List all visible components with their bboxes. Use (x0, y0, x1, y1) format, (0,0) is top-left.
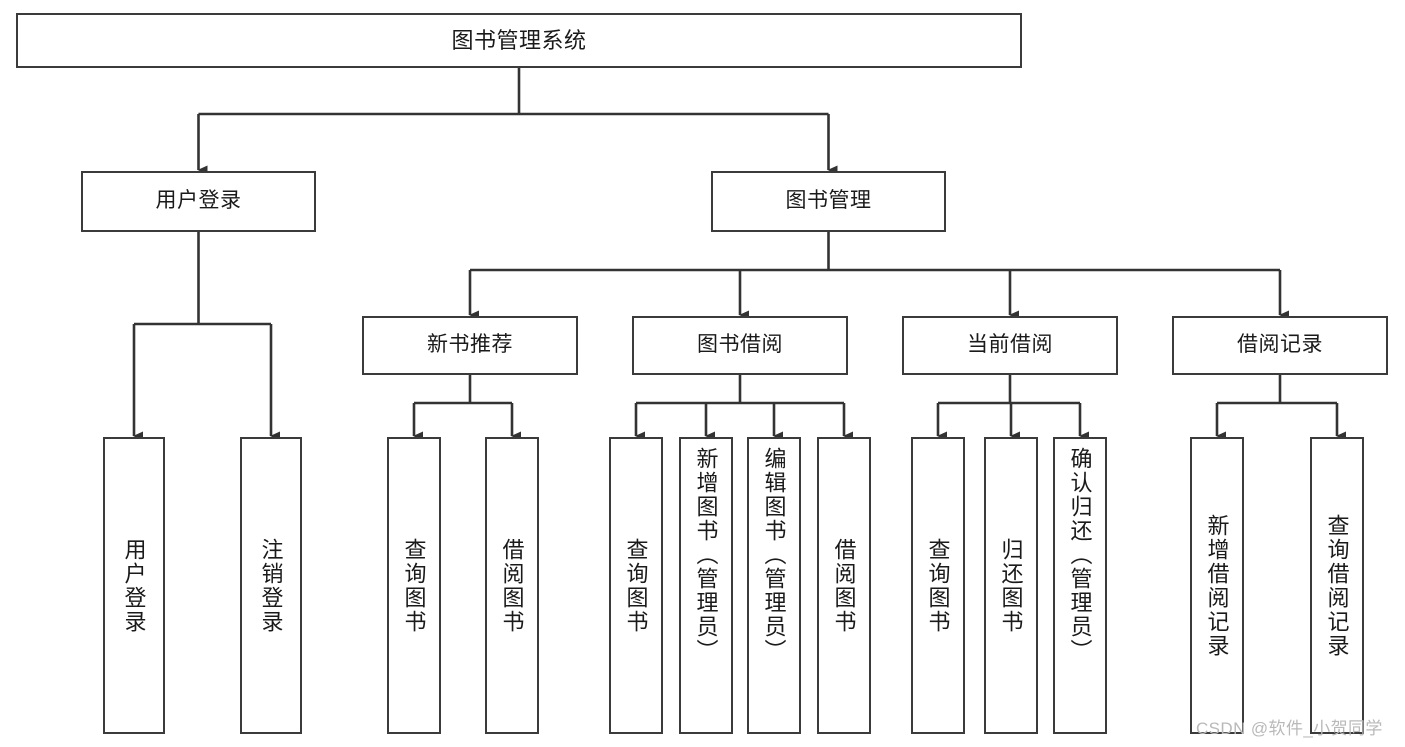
node-leaf-user-login[interactable]: 用户登录 (103, 437, 165, 734)
node-label: 借阅图书 (831, 537, 857, 634)
node-label: 编辑图书（管理员） (761, 447, 787, 663)
node-user-login[interactable]: 用户登录 (81, 171, 316, 232)
node-root[interactable]: 图书管理系统 (16, 13, 1022, 68)
watermark-label: CSDN @软件_小贺同学 (1196, 719, 1383, 738)
node-book-manage[interactable]: 图书管理 (711, 171, 946, 232)
node-label: 图书管理 (785, 189, 872, 213)
node-leaf-query-book-2[interactable]: 查询图书 (609, 437, 663, 734)
node-leaf-logout-login[interactable]: 注销登录 (240, 437, 302, 734)
node-leaf-query-book-1[interactable]: 查询图书 (387, 437, 441, 734)
node-new-book-recommend[interactable]: 新书推荐 (362, 316, 578, 375)
node-current-borrow[interactable]: 当前借阅 (902, 316, 1118, 375)
node-label: 用户登录 (155, 189, 242, 213)
node-leaf-query-borrow-record[interactable]: 查询借阅记录 (1310, 437, 1364, 734)
node-leaf-query-book-3[interactable]: 查询图书 (911, 437, 965, 734)
node-label: 归还图书 (998, 537, 1024, 634)
node-leaf-edit-book-admin[interactable]: 编辑图书（管理员） (747, 437, 801, 734)
node-leaf-add-borrow-record[interactable]: 新增借阅记录 (1190, 437, 1244, 734)
node-book-borrow[interactable]: 图书借阅 (632, 316, 848, 375)
node-label: 图书管理系统 (451, 27, 587, 53)
node-label: 当前借阅 (967, 333, 1053, 357)
connector-paths (132, 68, 1346, 441)
node-leaf-return-book[interactable]: 归还图书 (984, 437, 1038, 734)
node-label: 注销登录 (258, 537, 284, 634)
node-label: 借阅记录 (1237, 333, 1323, 357)
node-label: 新增借阅记录 (1204, 513, 1230, 658)
node-label: 确认归还（管理员） (1067, 447, 1093, 663)
node-label: 图书借阅 (697, 333, 783, 357)
node-leaf-borrow-book-1[interactable]: 借阅图书 (485, 437, 539, 734)
node-label: 查询借阅记录 (1324, 513, 1350, 658)
node-borrow-record[interactable]: 借阅记录 (1172, 316, 1388, 375)
node-label: 新书推荐 (427, 333, 513, 357)
node-leaf-borrow-book-2[interactable]: 借阅图书 (817, 437, 871, 734)
node-leaf-confirm-return-admin[interactable]: 确认归还（管理员） (1053, 437, 1107, 734)
node-leaf-add-book-admin[interactable]: 新增图书（管理员） (679, 437, 733, 734)
node-label: 查询图书 (401, 537, 427, 634)
node-label: 用户登录 (121, 537, 147, 634)
node-label: 查询图书 (623, 537, 649, 634)
node-label: 借阅图书 (499, 537, 525, 634)
node-label: 新增图书（管理员） (693, 447, 719, 663)
node-label: 查询图书 (925, 537, 951, 634)
